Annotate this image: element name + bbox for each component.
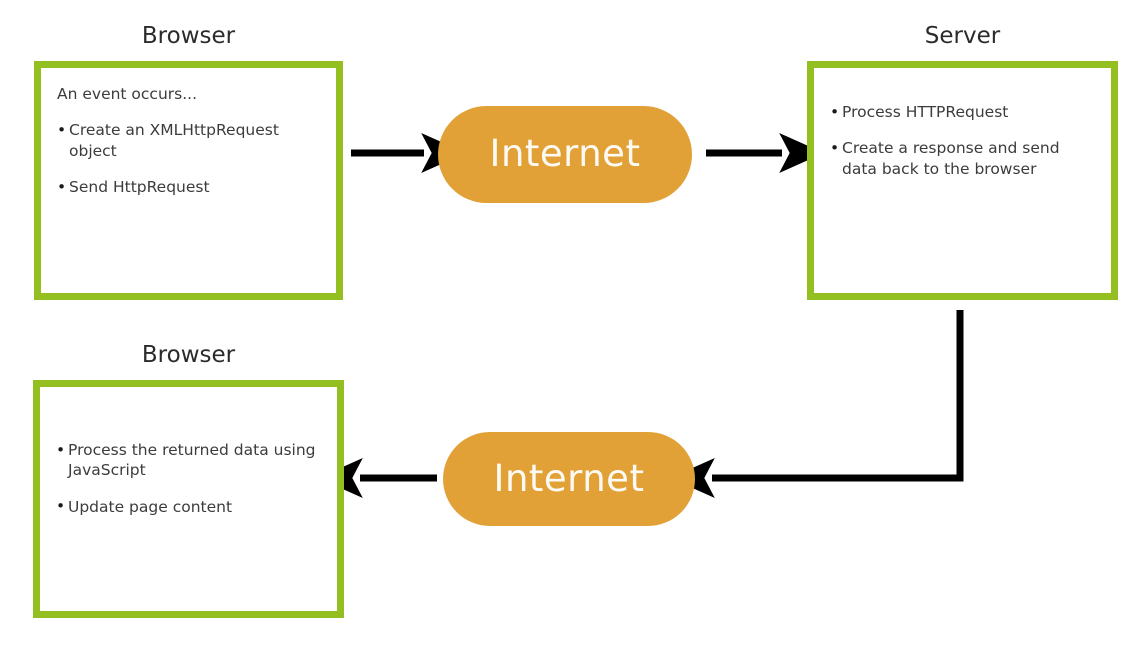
internet-pill-top-label: Internet — [489, 132, 641, 175]
browser-top-title: Browser — [141, 23, 236, 49]
browser-top-line-0: An event occurs... — [57, 85, 198, 103]
browser-bottom-title: Browser — [141, 342, 236, 368]
browser-top-box: An event occurs... Create an XMLHttpRequ… — [34, 61, 343, 300]
server-line-0: Process HTTPRequest — [830, 101, 1097, 122]
internet-pill-top: Internet — [438, 106, 692, 203]
browser-bottom-box: Process the returned data using JavaScri… — [33, 380, 344, 618]
internet-pill-bottom: Internet — [443, 432, 695, 526]
server-box-inner: Process HTTPRequest Create a response an… — [814, 68, 1111, 293]
server-line-1: Create a response and send data back to … — [830, 138, 1097, 179]
browser-bottom-line-1: Update page content — [56, 496, 323, 517]
browser-top-line-1: Create an XMLHttpRequest object — [57, 120, 322, 161]
server-title: Server — [924, 23, 1001, 49]
browser-bottom-line-0: Process the returned data using JavaScri… — [56, 440, 323, 481]
browser-top-line-2: Send HttpRequest — [57, 177, 322, 198]
browser-bottom-box-inner: Process the returned data using JavaScri… — [40, 387, 337, 611]
server-box: Process HTTPRequest Create a response an… — [807, 61, 1118, 300]
arrow-server-to-internet-bottom — [670, 310, 964, 498]
internet-pill-bottom-label: Internet — [493, 456, 645, 500]
browser-top-box-inner: An event occurs... Create an XMLHttpRequ… — [41, 68, 336, 293]
